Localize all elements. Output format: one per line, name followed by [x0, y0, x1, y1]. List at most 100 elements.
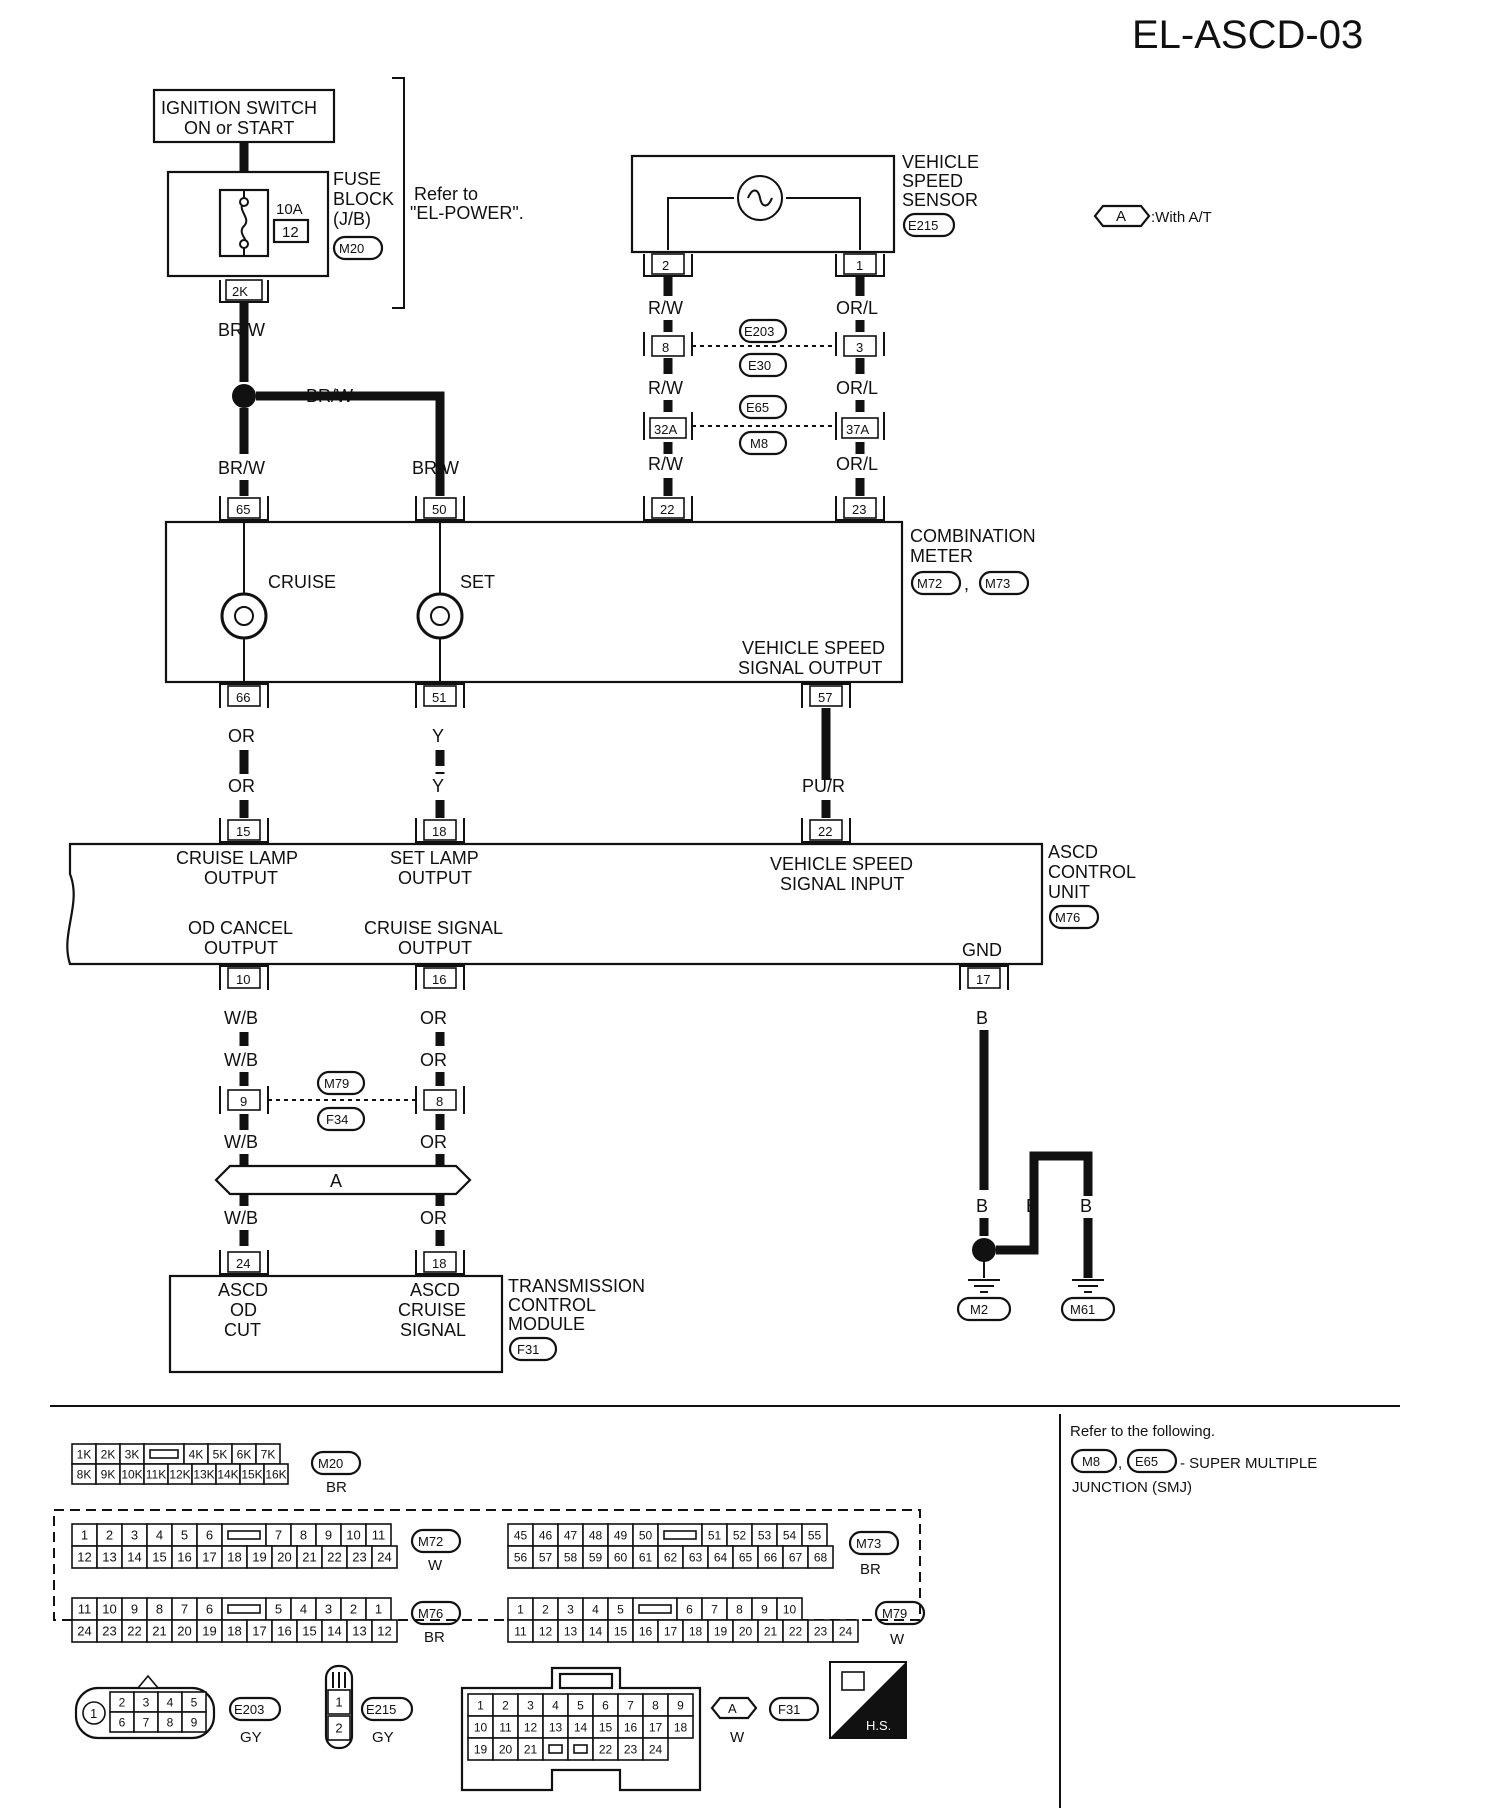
- splice-dot-brw: [232, 384, 256, 408]
- meter-vss-output-2: SIGNAL OUTPUT: [738, 658, 882, 678]
- connector-color-m73: BR: [860, 1561, 881, 1578]
- tcm-box: [168, 1274, 504, 1374]
- wire-label-wb-3: W/B: [224, 1132, 258, 1152]
- junction-e65-m8: 32A 37A E65 M8: [643, 394, 885, 456]
- connector-pin-label: 48: [589, 1528, 603, 1542]
- option-legend: A :With A/T: [1093, 204, 1212, 228]
- connector-pin-label: 8K: [77, 1467, 92, 1481]
- connector-pin-label: 7: [275, 1528, 282, 1543]
- fuse-block-box: [166, 170, 330, 278]
- svg-text:65: 65: [236, 502, 250, 517]
- svg-text:1: 1: [90, 1706, 97, 1721]
- connector-pin-label: 7: [143, 1715, 150, 1729]
- connector-pin-label: 8: [736, 1602, 743, 1616]
- ascd-pin-17: 17: [959, 965, 1009, 990]
- connector-color-e215: GY: [372, 1729, 394, 1746]
- connector-pin-label: 13: [549, 1720, 563, 1734]
- svg-text:10: 10: [236, 972, 250, 987]
- connector-cell: [327, 1715, 351, 1741]
- junction-1-bottom: E30: [748, 358, 771, 373]
- connector-tag-m73: M73 BR: [848, 1530, 900, 1578]
- svg-text:37A: 37A: [846, 422, 869, 437]
- vss-input-2: SIGNAL INPUT: [780, 874, 904, 894]
- connector-pin-label: 11: [372, 1528, 386, 1543]
- connector-key-slot: [149, 1449, 179, 1459]
- connector-pin-label: 17: [649, 1720, 663, 1734]
- connector-cell: [667, 1715, 694, 1739]
- tcm-pin-18: 18: [415, 1250, 465, 1275]
- svg-text:1: 1: [856, 258, 863, 273]
- connector-pin-label: 24: [377, 1550, 391, 1565]
- connector-pin-label: 2: [502, 1698, 509, 1712]
- svg-text:2: 2: [662, 258, 669, 273]
- meter-connector-sep: ,: [964, 574, 969, 594]
- sine-wave-icon: [747, 189, 773, 207]
- tcm-cruise-signal-1: ASCD: [410, 1280, 460, 1300]
- connector-pin-label: 22: [327, 1550, 341, 1565]
- connector-pin-label: 1: [335, 1695, 342, 1710]
- connector-pin-label: 56: [514, 1550, 528, 1564]
- cruise-signal-output-2: OUTPUT: [398, 938, 472, 958]
- connector-pin-label: 5: [617, 1602, 624, 1616]
- connector-pin-label: 7: [181, 1602, 188, 1617]
- fuse-contact-bottom: [239, 239, 249, 249]
- tcm-cruise-signal-2: CRUISE: [398, 1300, 466, 1320]
- connector-cell: [327, 1689, 351, 1715]
- meter-connectors-group-border: [53, 1509, 921, 1621]
- connector-pin-label: 11: [514, 1624, 527, 1638]
- combination-meter: 65 50 22 23 CRUISE SET VEHICLE SPEED SIG…: [164, 496, 1036, 708]
- connector-color-e203: GY: [240, 1729, 262, 1746]
- connector-pin-label: 4: [552, 1698, 559, 1712]
- refer-note-sep: ,: [1118, 1455, 1122, 1472]
- connector-pin-label: 2: [335, 1721, 342, 1736]
- connector-pin-label: 4: [167, 1695, 174, 1709]
- connector-pin-label: 1: [81, 1528, 88, 1543]
- connector-cell: [371, 1619, 398, 1643]
- tcm-pin-24: 24: [219, 1250, 269, 1275]
- svg-text:M20: M20: [318, 1456, 343, 1471]
- vss-pin-left: 2: [643, 253, 693, 277]
- connector-pin-label: 18: [227, 1550, 241, 1565]
- wire-label-wb-4: W/B: [224, 1208, 258, 1228]
- connector-pin-label: 13: [352, 1624, 366, 1639]
- connector-pin-label: 2: [119, 1695, 126, 1709]
- connector-cell: [181, 1711, 207, 1733]
- connector-pin-label: 4: [592, 1602, 599, 1616]
- connector-pin-label: 1: [517, 1602, 524, 1616]
- connector-pin-label: 15K: [241, 1467, 262, 1481]
- svg-text:15: 15: [236, 824, 250, 839]
- connector-pin-label: 21: [302, 1550, 316, 1565]
- ascd-pin-15: 15: [219, 818, 269, 843]
- ground-m2: M2: [970, 1302, 988, 1317]
- vss-connector-badge: [902, 212, 956, 238]
- meter-connector-1: M72: [917, 576, 942, 591]
- connector-cell: [263, 1463, 289, 1485]
- connector-pin-label: 50: [639, 1528, 653, 1542]
- option-bar-shape: [214, 1164, 472, 1196]
- connector-view-e215: [324, 1664, 354, 1750]
- connector-pin-label: 5: [191, 1695, 198, 1709]
- vss-input-1: VEHICLE SPEED: [770, 854, 913, 874]
- ascd-connector: M76: [1055, 910, 1080, 925]
- hs-text: H.S.: [866, 1718, 891, 1733]
- set-lamp-icon: [416, 592, 464, 640]
- connector-pin-label: 2K: [101, 1447, 116, 1461]
- connector-pin-label: 18: [227, 1624, 241, 1639]
- connector-pin-label: 57: [539, 1550, 553, 1564]
- ascd-pin-18: 18: [415, 818, 465, 843]
- wire-brw-branch: [256, 391, 445, 450]
- vss-pin-right: 1: [835, 253, 885, 277]
- svg-text:16: 16: [432, 972, 446, 987]
- wire-label-b-1: B: [976, 1008, 988, 1028]
- tcm-label-2: CONTROL: [508, 1295, 596, 1315]
- connector-pin-label: 11K: [146, 1467, 166, 1481]
- connector-tag-f31: A W F31: [710, 1696, 820, 1746]
- connector-pin-label: 24: [77, 1624, 91, 1639]
- connector-pin-label: 46: [539, 1528, 553, 1542]
- connector-pin-label: 23: [102, 1624, 116, 1639]
- ascd-pin-22: 22: [801, 818, 851, 843]
- vss-box: [630, 154, 896, 254]
- ground-splice-dot: [972, 1238, 996, 1262]
